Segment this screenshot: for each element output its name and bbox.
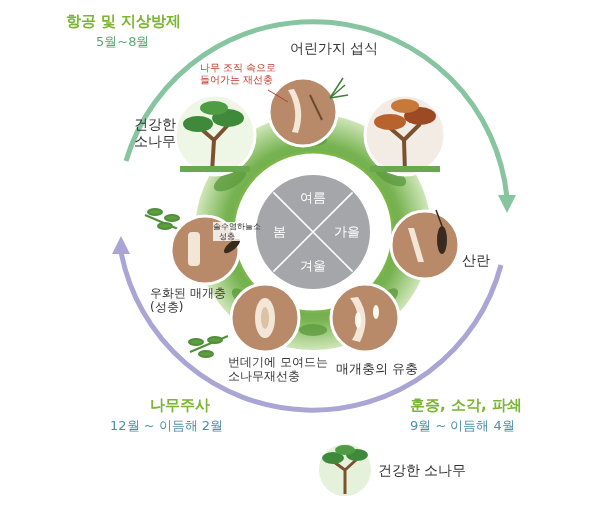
season-label: 겨울 [300, 257, 326, 275]
period-label: 9월 ~ 이듬해 4월 [410, 418, 515, 434]
stage-label: 우화된 매개충(성충) [150, 286, 242, 315]
stage-label: 어린가지 섭식 [290, 40, 378, 57]
callout-note: 나무 조직 속으로 들어가는 재선충 [200, 62, 286, 86]
feeding-bark-circle [269, 78, 348, 146]
pupa-circle [231, 284, 299, 352]
stage-label: 산란 [462, 252, 490, 269]
leader-line [268, 90, 288, 102]
stage-label: 건강한 소나무 [134, 116, 186, 150]
season-disc-fill [256, 175, 370, 289]
adult-beetle-circle [171, 216, 242, 284]
period-label: 5월~8월 [96, 34, 149, 50]
stage-label: 건강한 소나무 [378, 462, 466, 479]
stage-label: 번데기에 모여드는 소나무재선충 [228, 355, 340, 384]
season-label: 가을 [334, 223, 360, 241]
season-circle: 여름가을겨울 봄 [255, 174, 371, 290]
egg-laying-circle [391, 210, 459, 279]
small-note: 솔수염하늘소 성충 [213, 222, 241, 241]
control-title: 항공 및 지상방제 [66, 12, 181, 30]
season-label: 여름 [300, 189, 326, 207]
larva-circle [331, 284, 399, 352]
arrow-head [498, 195, 516, 213]
infected-tree [365, 95, 445, 175]
healthy-tree [318, 443, 372, 497]
healthy-tree [175, 95, 255, 175]
control-title: 나무주사 [150, 396, 210, 414]
season-label: 봄 [273, 223, 286, 241]
control-title: 훈증, 소각, 파쇄 [410, 396, 522, 414]
period-label: 12월 ~ 이듬해 2월 [110, 418, 223, 434]
stage-label: 매개충의 유충 [336, 361, 418, 377]
arrow-head [112, 236, 130, 254]
